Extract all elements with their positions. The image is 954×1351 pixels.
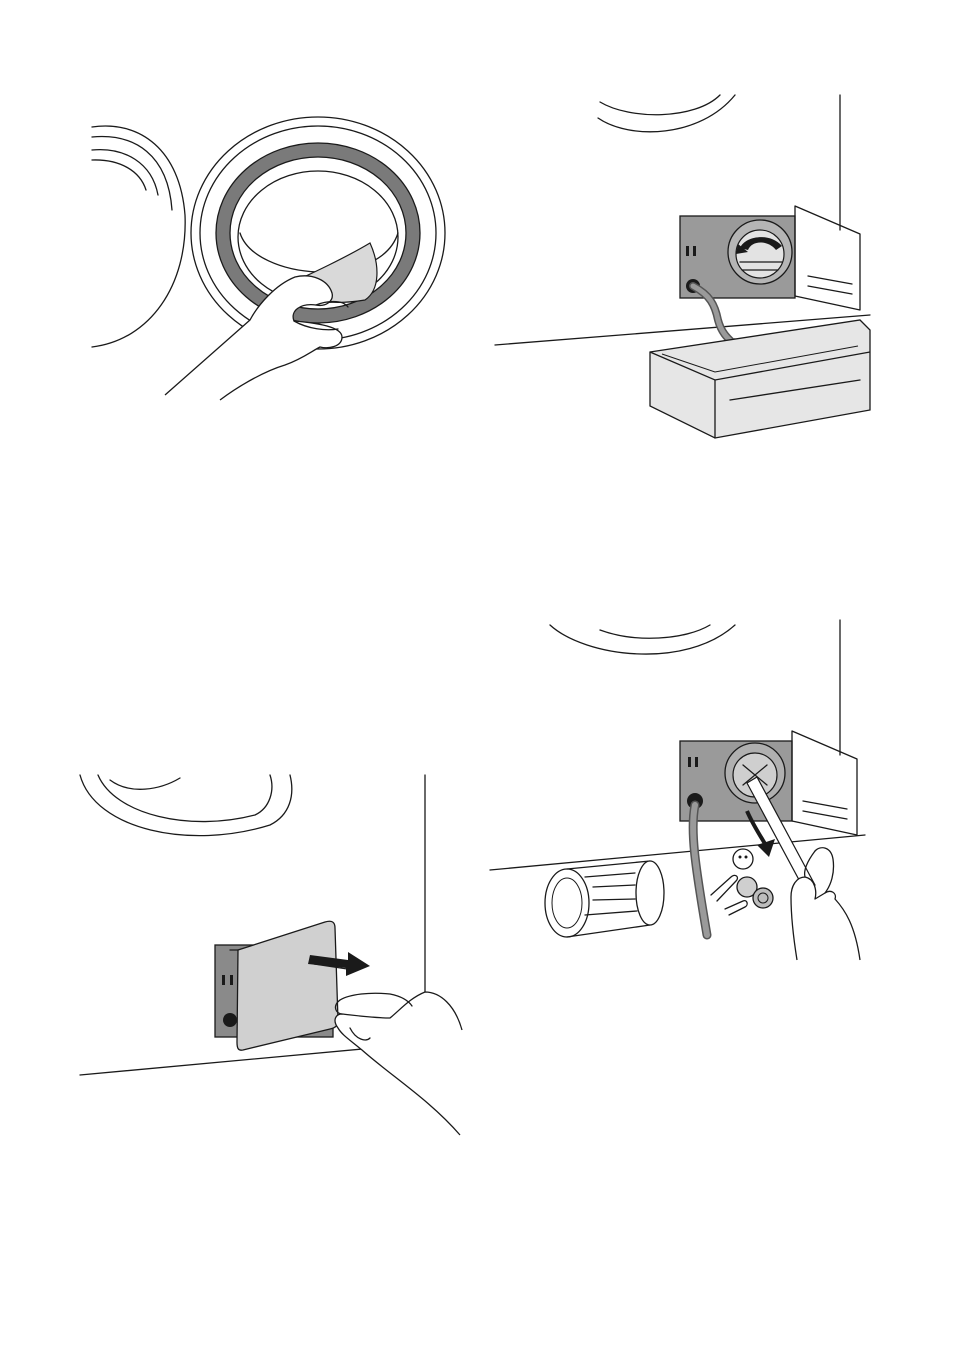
filter-cover-opening-illustration (70, 770, 470, 1135)
figure-drain-filter-removal (485, 615, 875, 975)
figure-door-seal-cleaning (80, 115, 460, 400)
drain-hose-emptying-illustration (490, 90, 875, 445)
washer-door-seal-cleaning-illustration (80, 115, 460, 400)
drain-filter-removal-illustration (485, 615, 875, 975)
figure-drain-hose-emptying (490, 90, 875, 445)
figure-filter-cover-opening (70, 770, 470, 1135)
